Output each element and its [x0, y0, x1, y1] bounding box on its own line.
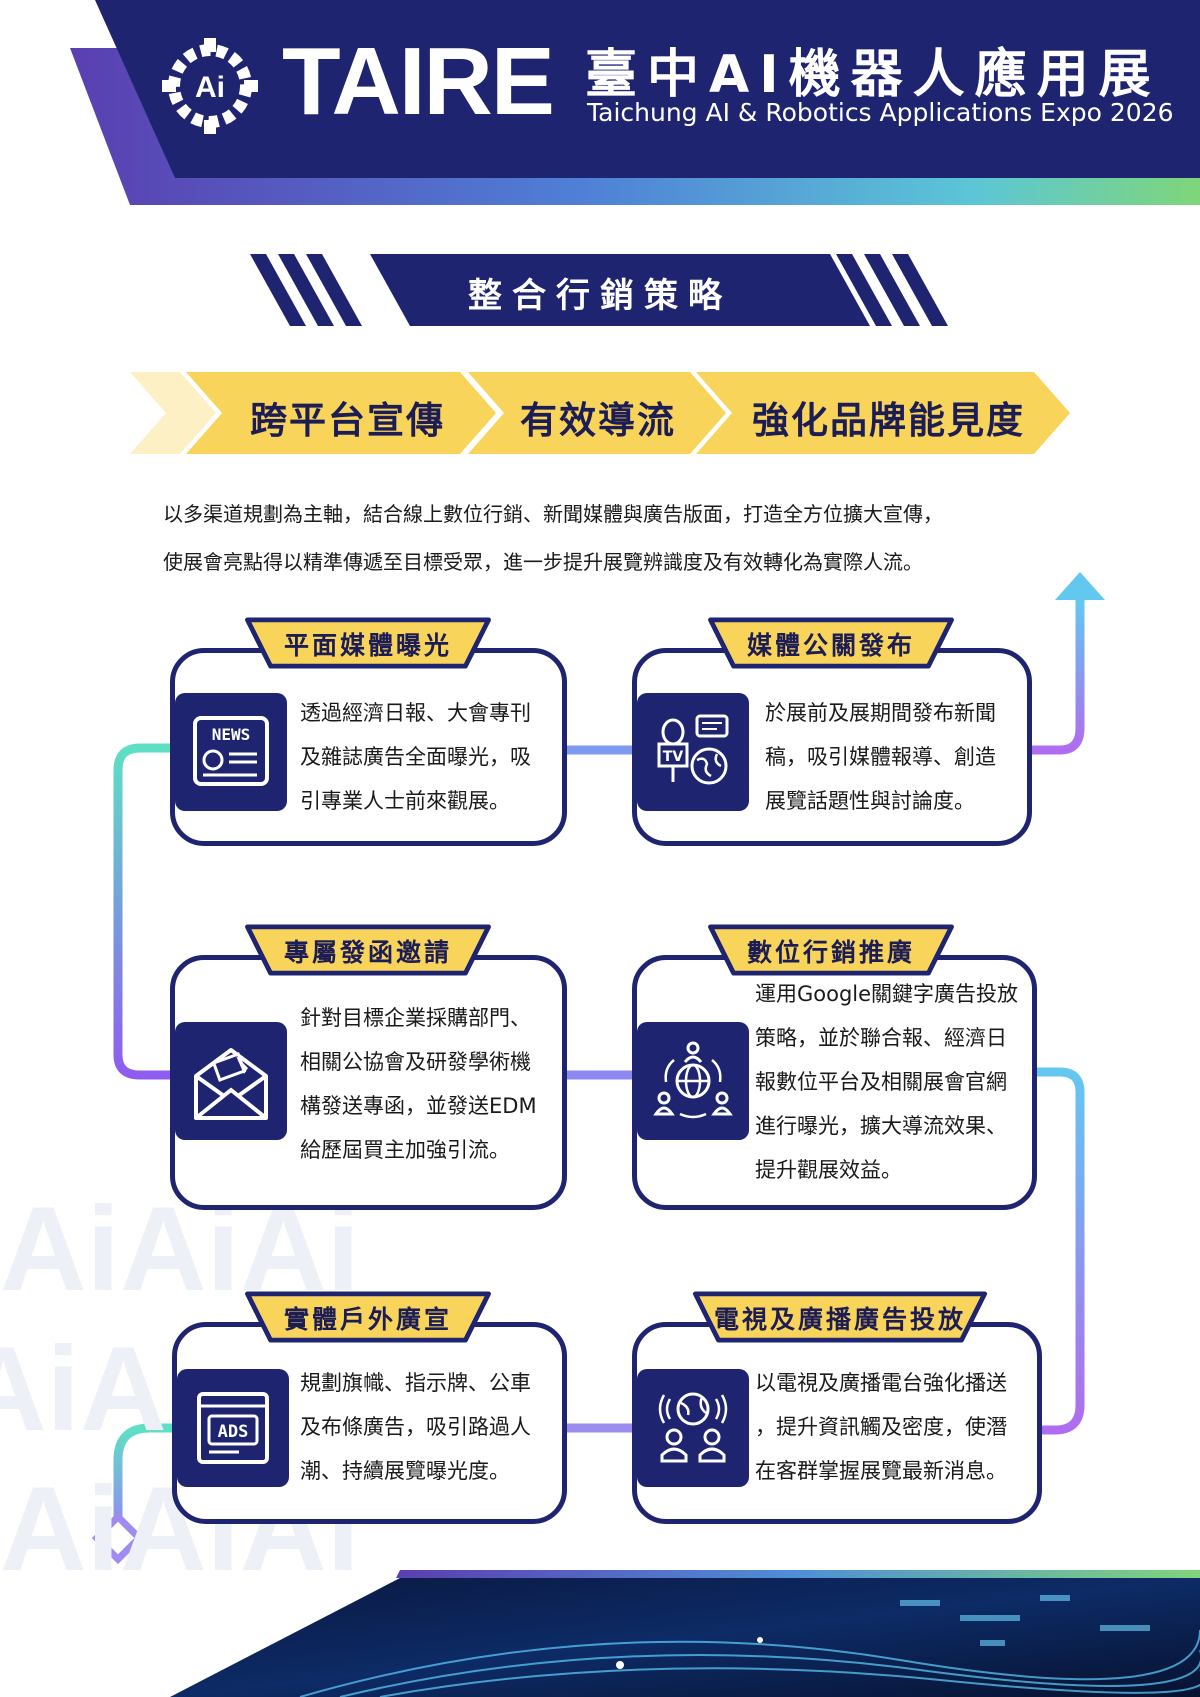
tv-microphone-globe-icon: TV	[637, 693, 749, 811]
card-tv-radio: 以電視及廣播電台強化播送，提升資訊觸及密度，使潛在客群掌握展覽最新消息。	[632, 1322, 1042, 1524]
tab-shape-4	[708, 924, 954, 976]
card-media-pr-text: 於展前及展期間發布新聞稿，吸引媒體報導、創造展覽話題性與討論度。	[765, 701, 996, 813]
taire-gear-logo-icon: Ai	[162, 38, 258, 134]
broadcast-people-icon	[637, 1369, 749, 1487]
chevron-label-cross-platform: 跨平台宣傳	[250, 398, 445, 442]
header-banner	[70, 0, 1200, 205]
card-media-pr: TV 於展前及展期間發布新聞稿，吸引媒體報導、創造展覽話題性與討論度。	[632, 648, 1032, 846]
svg-text:NEWS: NEWS	[212, 725, 251, 744]
section-title: 整合行銷策略	[468, 276, 732, 316]
card-digital-marketing-text: 運用Google關鍵字廣告投放策略，並於聯合報、經濟日報數位平台及相關展會官網進…	[755, 982, 1019, 1182]
chevron-label-brand: 強化品牌能見度	[752, 398, 1025, 442]
tab-shape-5	[245, 1291, 491, 1343]
card-outdoor-ads-title: 實體戶外廣宣	[283, 1305, 452, 1334]
card-tv-radio-title: 電視及廣播廣告投放	[713, 1305, 966, 1334]
tab-shape-3	[245, 924, 491, 976]
card-invitation-title: 專屬發函邀請	[283, 938, 452, 967]
chevron-band	[130, 372, 1070, 454]
footer-tech-banner	[170, 1570, 1200, 1697]
tab-shape-6	[692, 1291, 988, 1343]
ads-billboard-icon: ADS	[177, 1369, 289, 1487]
tab-shape-2	[708, 617, 954, 669]
intro-line-2: 使展會亮點得以精準傳遞至目標受眾，進一步提升展覽辨識度及有效轉化為實際人流。	[163, 550, 923, 574]
svg-text:TV: TV	[663, 749, 684, 765]
card-tv-radio-text: 以電視及廣播電台強化播送，提升資訊觸及密度，使潛在客群掌握展覽最新消息。	[755, 1371, 1007, 1483]
card-media-pr-title: 媒體公關發布	[746, 631, 915, 660]
brand-logo-text: TAIRE	[282, 28, 555, 135]
svg-text:Ai: Ai	[195, 71, 225, 104]
svg-text:ADS: ADS	[218, 1422, 249, 1442]
card-print-media-title: 平面媒體曝光	[283, 631, 452, 660]
card-outdoor-ads-text: 規劃旗幟、指示牌、公車及布條廣告，吸引路過人潮、持續展覽曝光度。	[300, 1371, 531, 1483]
intro-line-1: 以多渠道規劃為主軸，結合線上數位行銷、新聞媒體與廣告版面，打造全方位擴大宣傳，	[163, 502, 943, 526]
expo-title-en: Taichung AI & Robotics Applications Expo…	[587, 98, 1174, 127]
envelope-icon	[175, 1022, 287, 1140]
global-network-icon	[637, 1022, 749, 1140]
card-digital-marketing-title: 數位行銷推廣	[746, 938, 915, 967]
card-print-media: NEWS 透過經濟日報、大會專刊及雜誌廣告全面曝光，吸引專業人士前來觀展。	[170, 648, 567, 846]
tab-shape-1	[245, 617, 491, 669]
newspaper-icon: NEWS	[175, 693, 287, 811]
expo-title-zh: 臺中AI機器人應用展	[585, 45, 1161, 105]
section-title-banner	[250, 254, 948, 326]
card-outdoor-ads: ADS 規劃旗幟、指示牌、公車及布條廣告，吸引路過人潮、持續展覽曝光度。	[172, 1322, 567, 1524]
chevron-label-traffic: 有效導流	[520, 398, 676, 442]
card-digital-marketing: 運用Google關鍵字廣告投放策略，並於聯合報、經濟日報數位平台及相關展會官網進…	[632, 955, 1037, 1210]
card-print-media-text: 透過經濟日報、大會專刊及雜誌廣告全面曝光，吸引專業人士前來觀展。	[300, 701, 531, 813]
